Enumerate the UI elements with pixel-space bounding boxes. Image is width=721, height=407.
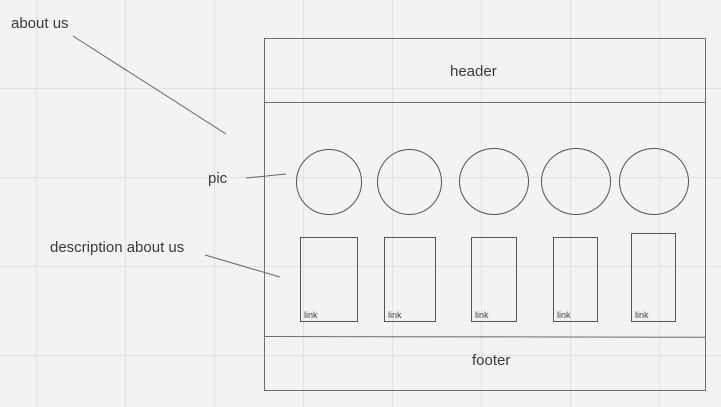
about-us-annotation: about us xyxy=(11,15,69,32)
card-link-4[interactable]: link xyxy=(557,310,571,320)
card-link-3[interactable]: link xyxy=(475,310,489,320)
pic-placeholder-2 xyxy=(377,149,442,215)
card-link-5[interactable]: link xyxy=(635,310,649,320)
description-annotation: description about us xyxy=(50,239,185,256)
page-wireframe xyxy=(264,38,706,391)
pic-annotation: pic xyxy=(208,170,228,187)
description-card-4: link xyxy=(553,237,598,322)
description-card-1: link xyxy=(300,237,358,322)
pic-placeholder-5 xyxy=(619,148,689,215)
pic-placeholder-1 xyxy=(296,149,362,215)
card-link-2[interactable]: link xyxy=(388,310,402,320)
card-link-1[interactable]: link xyxy=(304,310,318,320)
header-label: header xyxy=(450,63,497,80)
pic-placeholder-3 xyxy=(459,148,529,215)
description-card-5: link xyxy=(631,233,676,322)
description-card-2: link xyxy=(384,237,436,322)
description-card-3: link xyxy=(471,237,517,322)
pic-placeholder-4 xyxy=(541,148,611,215)
header-divider xyxy=(264,102,706,103)
footer-label: footer xyxy=(472,352,511,369)
about-us-pointer xyxy=(72,35,227,135)
